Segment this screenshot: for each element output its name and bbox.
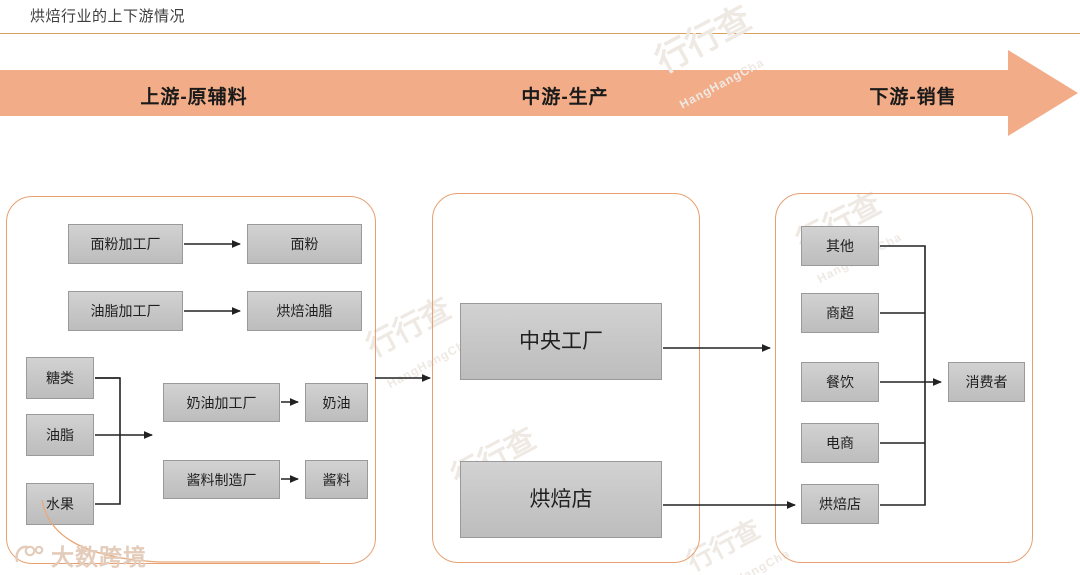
stage-label-midstream: 中游-生产: [521, 87, 609, 108]
node-baking-oil[interactable]: 烘焙油脂: [247, 291, 362, 331]
node-central-factory[interactable]: 中央工厂: [460, 303, 662, 380]
node-supermarket[interactable]: 商超: [801, 293, 879, 333]
node-sugar[interactable]: 糖类: [26, 357, 94, 399]
banner-arrow-shape: [0, 50, 1078, 136]
title-divider: [0, 33, 1080, 34]
brand-swoosh: [41, 500, 320, 563]
node-oil-plant[interactable]: 油脂加工厂: [68, 291, 183, 331]
node-sauce[interactable]: 酱料: [305, 460, 368, 499]
stage-label-upstream: 上游-原辅料: [140, 87, 248, 108]
node-sauce-plant[interactable]: 酱料制造厂: [163, 460, 280, 499]
node-bakery[interactable]: 烘焙店: [801, 484, 879, 524]
title-bar: 烘焙行业的上下游情况: [0, 0, 1080, 34]
dashu-logo-icon: [15, 545, 44, 563]
node-fruit[interactable]: 水果: [26, 483, 94, 525]
panel-upstream: [6, 196, 376, 564]
node-consumer[interactable]: 消费者: [948, 362, 1025, 402]
node-cream-plant[interactable]: 奶油加工厂: [163, 383, 280, 422]
stage-label-downstream: 下游-销售: [869, 87, 957, 108]
page-title: 烘焙行业的上下游情况: [30, 8, 186, 25]
node-fat[interactable]: 油脂: [26, 414, 94, 456]
node-flour[interactable]: 面粉: [247, 224, 362, 264]
brand-logo: 大数跨境: [14, 538, 147, 572]
brand-name: 大数跨境: [51, 544, 147, 570]
node-flour-plant[interactable]: 面粉加工厂: [68, 224, 183, 264]
panel-midstream: [432, 193, 700, 563]
node-bakery-shop[interactable]: 烘焙店: [460, 461, 662, 538]
node-catering[interactable]: 餐饮: [801, 362, 879, 402]
node-other[interactable]: 其他: [801, 226, 879, 266]
panel-downstream: [775, 193, 1033, 563]
stage-banner-arrow: [0, 48, 1080, 138]
node-ecommerce[interactable]: 电商: [801, 423, 879, 463]
node-cream[interactable]: 奶油: [305, 383, 368, 422]
